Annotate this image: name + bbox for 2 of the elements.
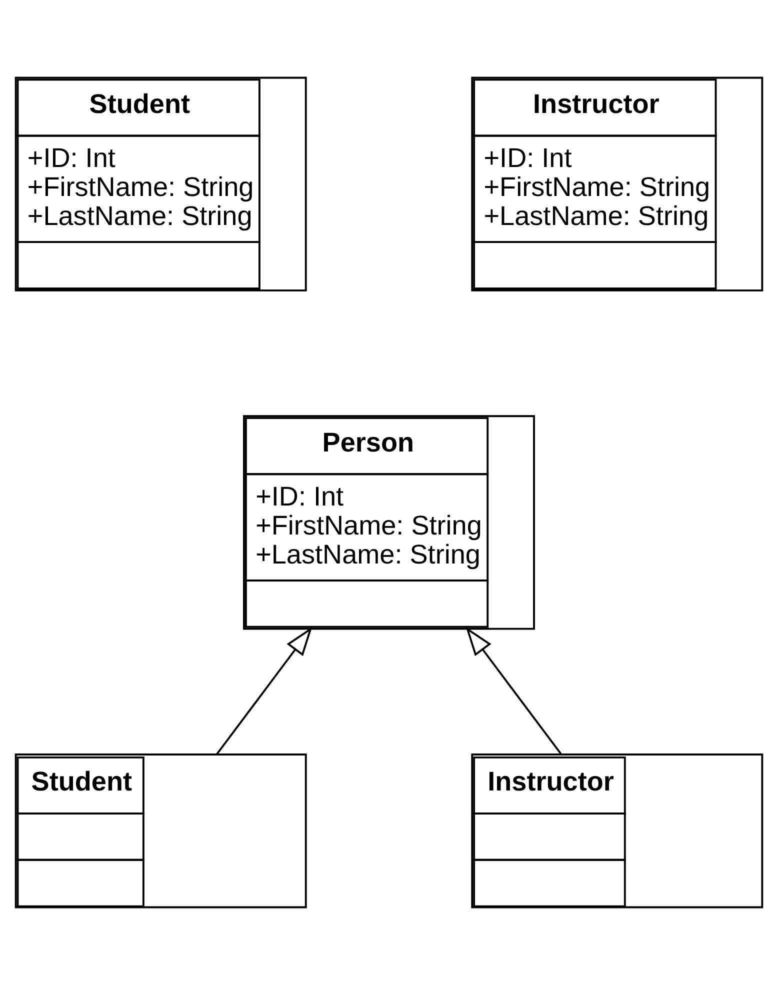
arrow	[216, 626, 312, 756]
arrow	[466, 626, 562, 756]
